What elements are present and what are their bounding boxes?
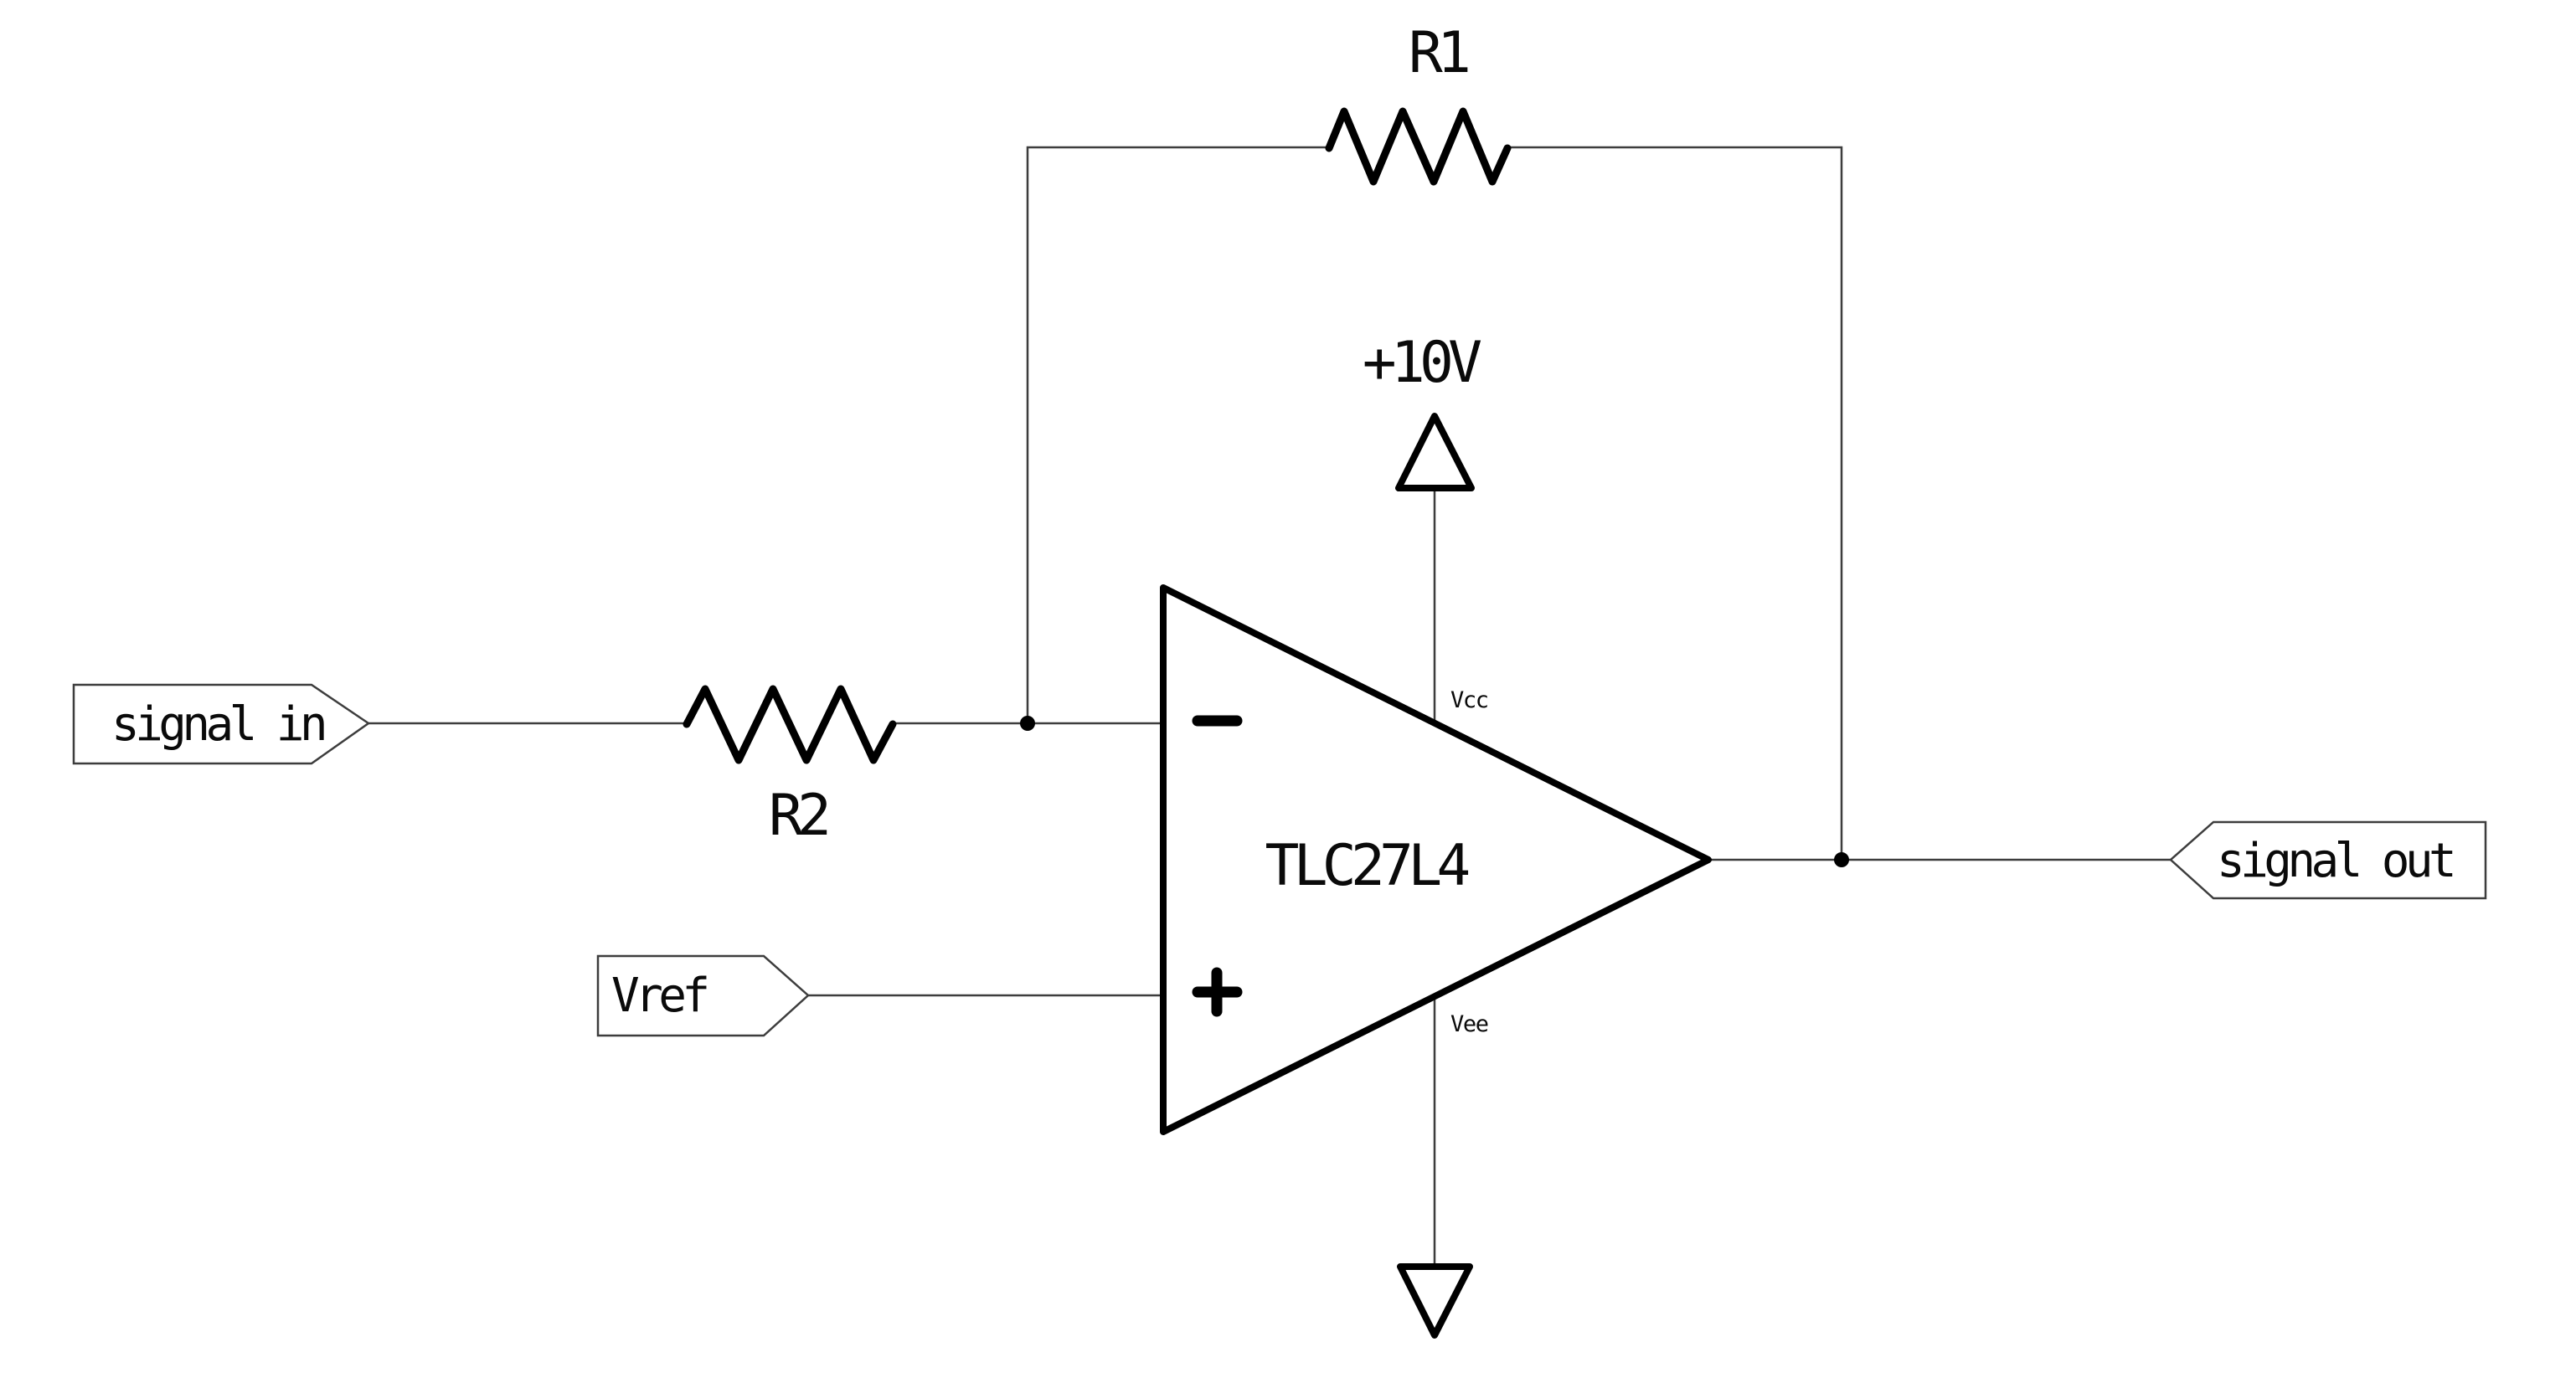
power-up-arrow-icon — [1395, 413, 1475, 491]
resistor-r1: R1 — [1325, 20, 1512, 186]
resistor-r2-zigzag — [683, 685, 897, 764]
port-vref: Vref — [596, 954, 810, 1037]
vref-flag — [596, 954, 810, 1037]
resistor-r1-zigzag — [1325, 107, 1512, 186]
feedback-wire-left — [1026, 146, 1329, 723]
signal-in-flag — [72, 683, 371, 765]
port-signal-in: signal in — [72, 683, 371, 765]
resistor-r1-label: R1 — [1409, 20, 1468, 86]
wires — [368, 146, 2171, 1264]
positive-supply: +10V — [1363, 330, 1487, 491]
opamp-tlc27l4: TLC27L4 Vcc Vee — [1160, 584, 1712, 1135]
vref-label: Vref — [611, 969, 707, 1023]
signal-in-label: signal in — [111, 697, 324, 752]
feedback-wire-right — [1507, 146, 1843, 860]
port-signal-out: signal out — [2169, 820, 2487, 900]
vee-pin-label: Vee — [1450, 1011, 1488, 1037]
output-junction-dot — [1834, 852, 1849, 867]
power-down-arrow-icon — [1397, 1263, 1473, 1339]
inverting-junction-dot — [1020, 716, 1035, 731]
opamp-part-label: TLC27L4 — [1265, 833, 1469, 899]
supply-voltage-label: +10V — [1363, 330, 1481, 396]
signal-out-flag — [2169, 820, 2487, 900]
resistor-r2-label: R2 — [769, 783, 827, 849]
negative-supply — [1397, 1263, 1473, 1339]
resistor-r2: R2 — [683, 685, 897, 849]
opamp-triangle — [1160, 584, 1712, 1135]
plus-icon — [1192, 967, 1243, 1017]
vcc-pin-label: Vcc — [1450, 687, 1488, 713]
signal-out-label: signal out — [2217, 834, 2453, 888]
